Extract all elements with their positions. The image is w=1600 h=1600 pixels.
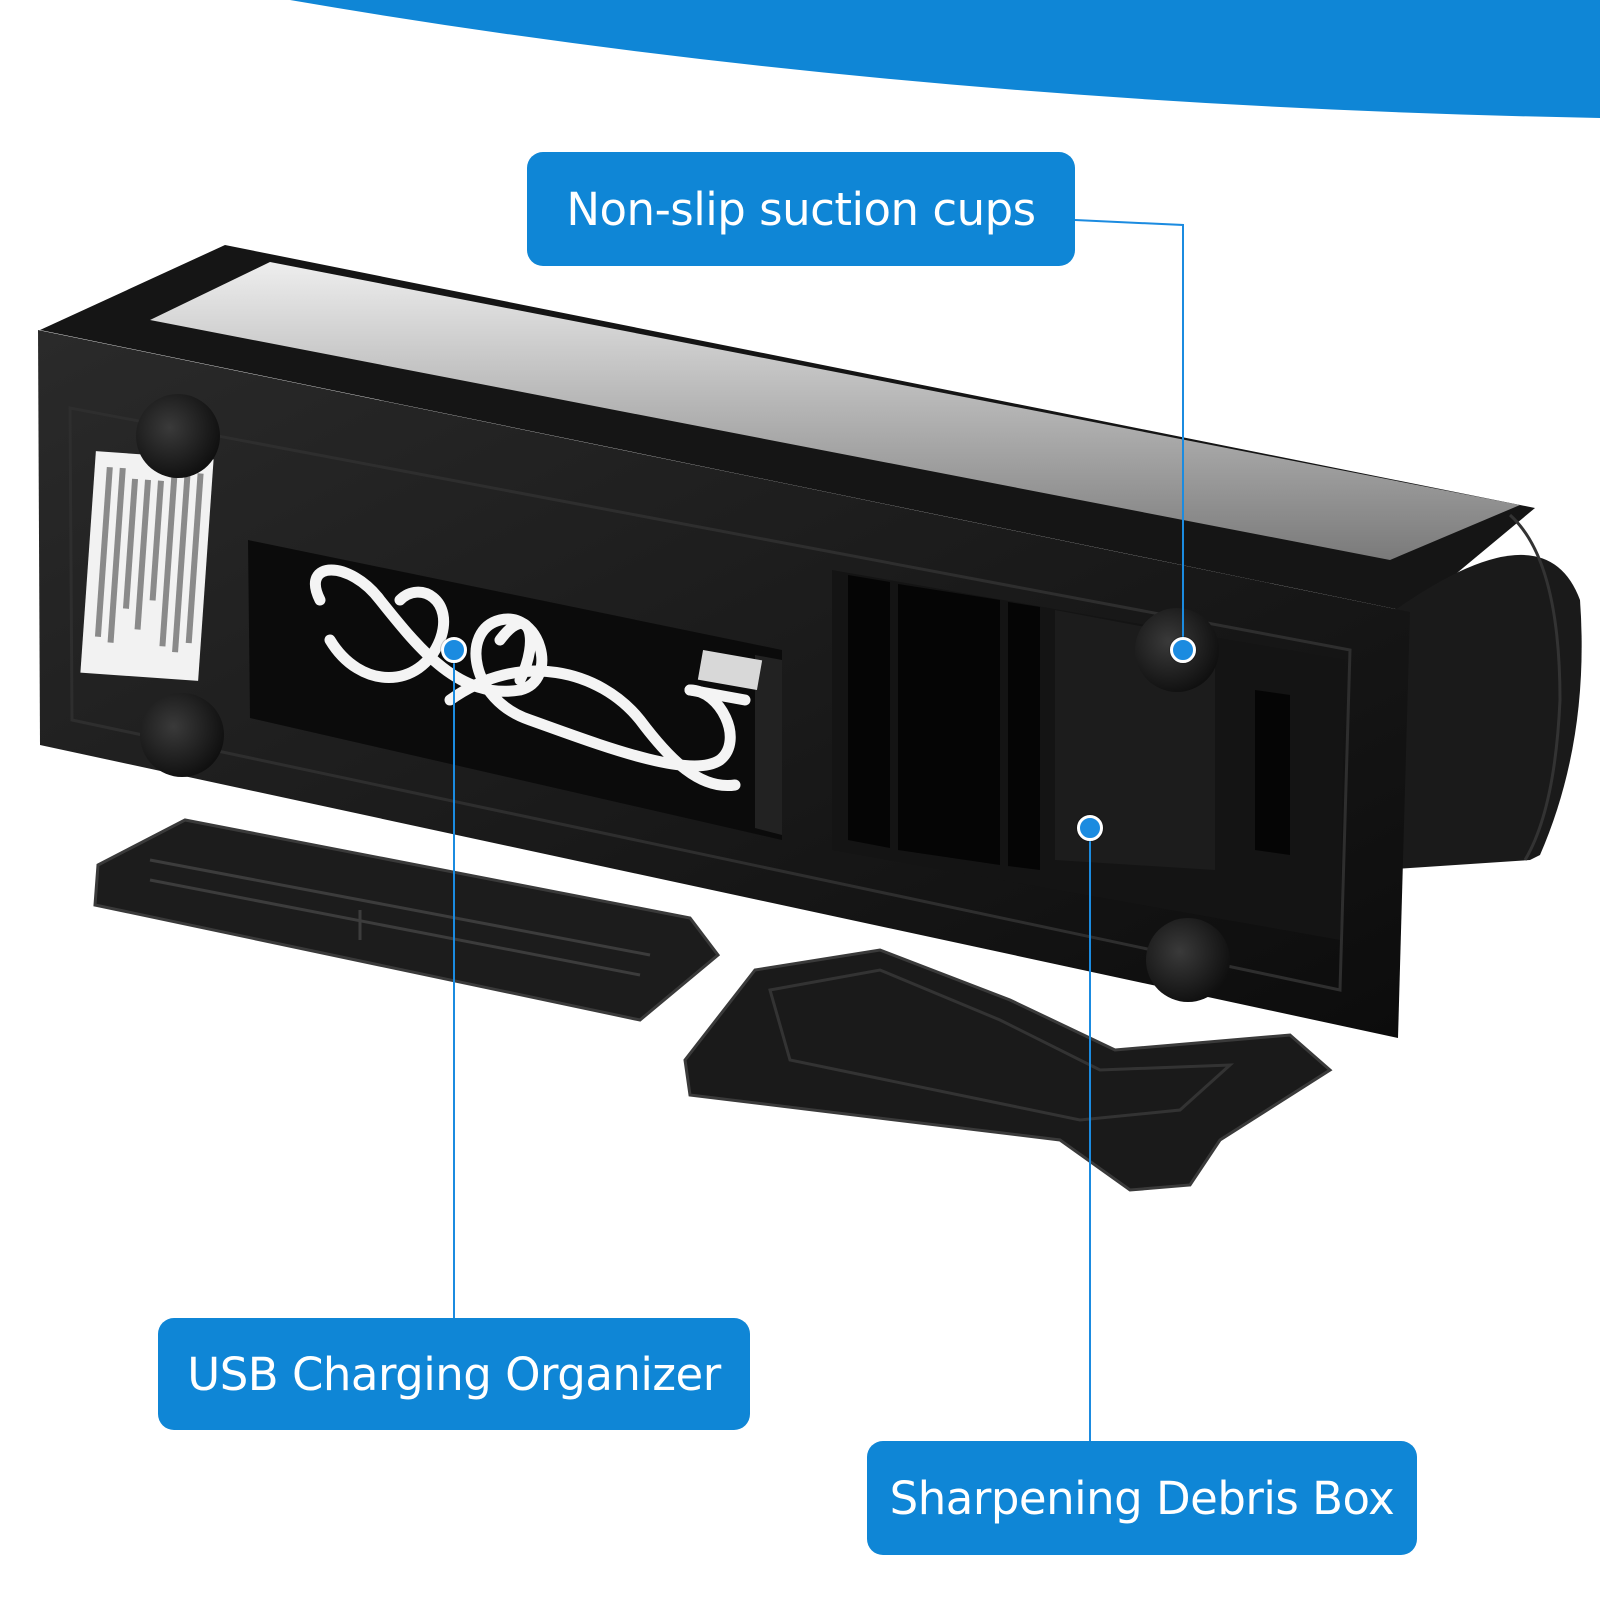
cable-lid xyxy=(93,818,721,1022)
suction-cups-callout: Non-slip suction cups xyxy=(527,152,1075,266)
device-end-face xyxy=(1380,554,1582,870)
leader-lines xyxy=(453,219,1184,1441)
steel-strip xyxy=(150,262,1520,560)
product-sticker xyxy=(80,451,214,681)
suction-cup-marker xyxy=(1170,637,1196,663)
debris-lid xyxy=(683,948,1333,1192)
leader-suction xyxy=(1074,219,1184,650)
debris-slots xyxy=(848,575,1290,870)
usb-cable xyxy=(309,564,751,792)
usb-organizer-marker xyxy=(441,637,467,663)
debris-box-callout: Sharpening Debris Box xyxy=(867,1441,1417,1555)
debris-box-marker xyxy=(1077,815,1103,841)
usb-organizer-callout: USB Charging Organizer xyxy=(158,1318,750,1430)
sharpener-device xyxy=(38,245,1582,1038)
top-blue-arc xyxy=(290,0,1600,118)
suction-cups xyxy=(136,394,1230,1002)
